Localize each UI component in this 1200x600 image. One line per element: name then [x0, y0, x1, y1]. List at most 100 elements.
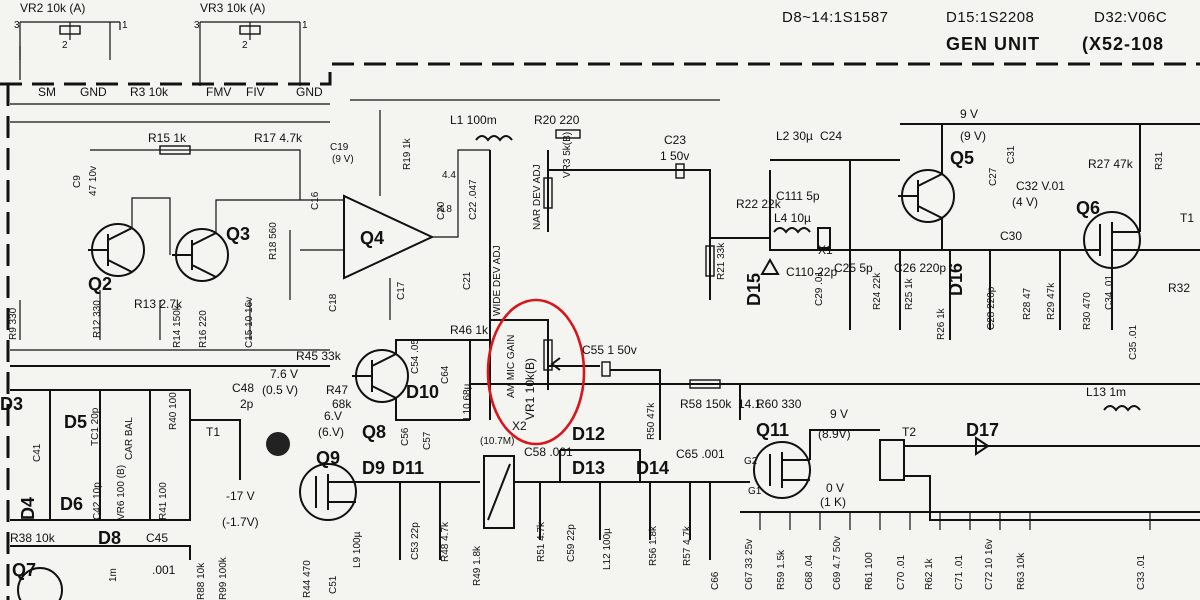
label-c42: C42 10p: [92, 482, 103, 520]
label-r47v: 68k: [332, 397, 352, 411]
label-d5: D5: [64, 412, 87, 432]
label-d4: D4: [18, 497, 38, 520]
label-r51: R51 4.7k: [536, 521, 547, 562]
label-v9c: (9 V): [332, 154, 354, 165]
q11-stage: Q11 G2 G1 9 V (8.9V) 0 V (1 K) T2 D17: [744, 407, 1200, 521]
label-r14: R14 150k: [172, 304, 183, 348]
label-nar: NAR DEV ADJ: [532, 164, 543, 230]
label-r47: R47: [326, 383, 348, 397]
label-r27: R27 47k: [1088, 157, 1134, 171]
label-r28: R28 47: [1022, 287, 1033, 320]
label-c59: C59 22p: [566, 524, 577, 562]
label-v9: 9 V: [960, 107, 978, 121]
label-r41: R41 100: [158, 482, 169, 520]
label-x2: X2: [512, 419, 527, 433]
label-d6: D6: [60, 494, 83, 514]
label-c65: C65 .001: [676, 447, 725, 461]
q5-label: Q5: [950, 148, 974, 168]
vr2-group: VR2 10k (A) 3 1 2 SM GND R3 10k: [10, 1, 330, 105]
q11-label: Q11: [756, 420, 789, 440]
label-fmv: FMV: [206, 85, 231, 99]
label-gnd1: GND: [80, 85, 107, 99]
label-d14: D14: [636, 458, 669, 478]
label-d15: D15: [744, 273, 764, 306]
label-c45: C45: [146, 531, 168, 545]
label-l1: L1 100m: [450, 113, 497, 127]
label-c68: C68 .04: [804, 555, 815, 590]
label-d12: D12: [572, 424, 605, 444]
label-v0: 0 V: [826, 481, 844, 495]
label-c22: C22 .047: [468, 179, 479, 220]
label-c72: C72 10 16v: [984, 539, 995, 590]
svg-text:2: 2: [242, 40, 248, 51]
vr1-am-mic-gain: AM MIC GAIN VR1 10k(B): [486, 298, 600, 446]
label-q7: Q7: [12, 560, 36, 580]
label-r50: R50 47k: [646, 402, 657, 440]
label-c16: C16: [310, 191, 321, 210]
q9-label: Q9: [316, 448, 340, 468]
label-r45: R45 33k: [296, 349, 342, 363]
label-r17: R17 4.7k: [254, 131, 303, 145]
q11-symbol: [753, 441, 811, 499]
label-c70: C70 .01: [896, 555, 907, 590]
label-t1-right: T1: [1180, 211, 1194, 225]
q9-symbol: [299, 463, 357, 521]
label-c48v: 2p: [240, 397, 254, 411]
q3-label: Q3: [226, 224, 250, 244]
label-r29: R29 47k: [1046, 282, 1057, 320]
label-v44: 4.4: [442, 170, 456, 181]
highlight-circle: [486, 298, 586, 446]
label-c34: C34 .01: [1104, 275, 1115, 310]
label-r88: R88 10k: [196, 562, 207, 600]
label-r62: R62 1k: [924, 557, 935, 590]
label-r16: R16 220: [198, 310, 209, 348]
label-v9a: (9 V): [960, 129, 986, 143]
vr2-label: VR2 10k (A): [20, 1, 85, 15]
label-r59: R59 1.5k: [776, 549, 787, 590]
label-c35: C35 .01: [1128, 325, 1139, 360]
label-c25: C25 5p: [834, 261, 873, 275]
label-r61: R61 100: [864, 552, 875, 590]
label-c111: C111 5p: [776, 189, 820, 203]
label-c54: C54 .05: [410, 339, 421, 374]
label-c20: C20: [436, 201, 447, 220]
header-diodes-c: D32:V06C: [1094, 9, 1167, 26]
label-c58: C58 .001: [524, 445, 573, 459]
label-c67: C67 33 25v: [744, 539, 755, 590]
label-r15: R15 1k: [148, 131, 187, 145]
deviation-adjust: L1 100m R20 220 VR3 5k(B) NAR DEV ADJ WI…: [450, 113, 581, 320]
label-d17: D17: [966, 420, 999, 440]
label-d13: D13: [572, 458, 605, 478]
label-r22: R22 22k: [736, 197, 782, 211]
label-v6a: (6.V): [318, 425, 344, 439]
label-r46: R46 1k: [450, 323, 489, 337]
label-c24: C24: [820, 129, 842, 143]
label-vr6: VR6 100 (B): [116, 465, 127, 520]
label-c23v: 1 50v: [660, 149, 689, 163]
label-wide: WIDE DEV ADJ: [492, 245, 503, 316]
svg-text:1: 1: [122, 20, 128, 31]
label-r48: R48 4.7k: [440, 521, 451, 562]
label-r25: R25 1k: [904, 277, 915, 310]
label-c28: C28 220p: [986, 286, 997, 330]
q5-stage: Q5 9 V (9 V) C31 C27: [898, 107, 1200, 250]
label-d10: D10: [406, 382, 439, 402]
label-c32v: (4 V): [1012, 195, 1038, 209]
header-diodes-a: D8~14:1S1587: [782, 9, 889, 26]
label-l1m: 1m: [108, 568, 119, 582]
label-v1k: (1 K): [820, 495, 846, 509]
label-vr1: VR1 10k(B): [523, 358, 537, 420]
label-r58: R58 150k: [680, 397, 732, 411]
label-c29: C29 .01: [814, 271, 825, 306]
label-c55: C55 1 50v: [582, 343, 637, 357]
label-c27: C27: [988, 167, 999, 186]
label-r9: R9 330: [8, 307, 19, 340]
label-t1: T1: [206, 425, 220, 439]
q4-label: Q4: [360, 228, 384, 248]
svg-text:3: 3: [194, 20, 200, 31]
label-r26: R26 1k: [936, 307, 947, 340]
label-d9: D9: [362, 458, 385, 478]
label-r30: R30 470: [1082, 292, 1093, 330]
label-c69: C69 4.7 50v: [832, 536, 843, 590]
